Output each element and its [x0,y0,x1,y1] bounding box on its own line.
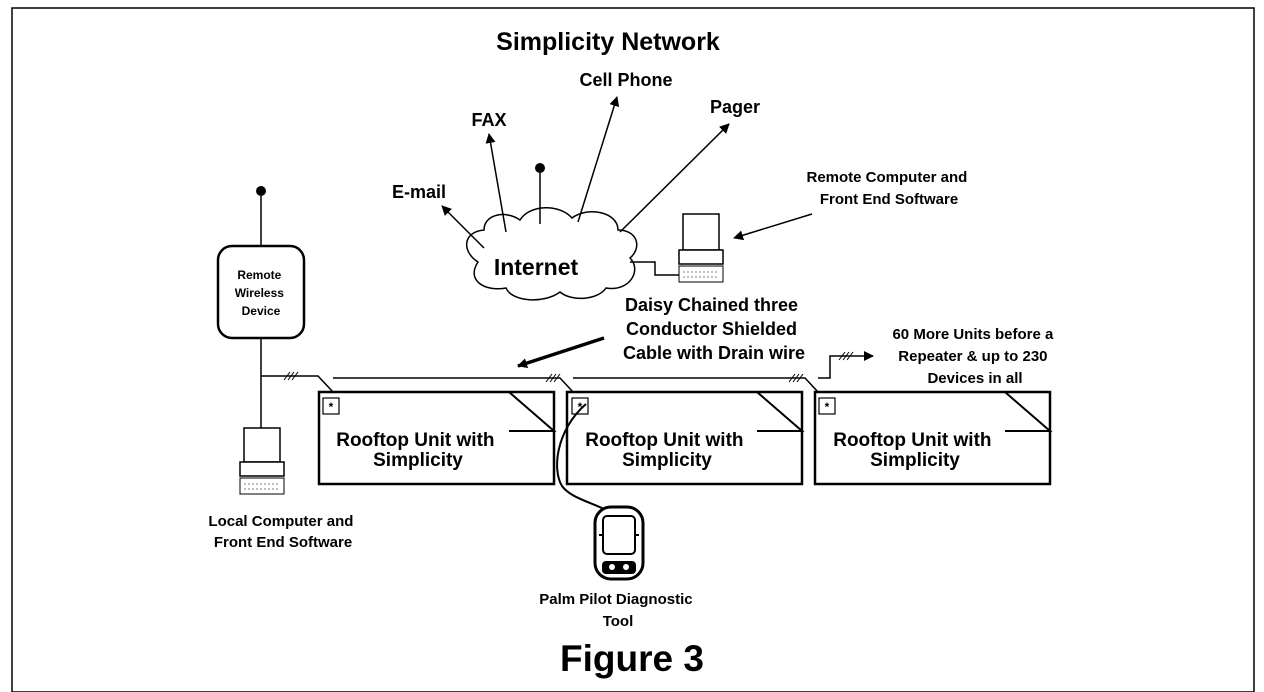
diagram-border [11,7,1255,692]
svg-text:*: * [578,400,583,414]
unit-port [818,397,836,415]
remote-computer-link [630,261,679,276]
arrow-to-cable [517,336,605,368]
email-label: E-mail [392,182,446,202]
rooftop-unit-2: * Rooftop Unit with Simplicity [565,390,805,486]
unit-port [571,397,589,415]
remote-computer-label: Remote Computer and Front End Software [806,169,971,208]
svg-text:Rooftop Unit with Simpli: Rooftop Unit with Simplicity [833,430,997,471]
svg-text:Remote Wireless De: Remote Wireless Device [235,268,288,318]
svg-text:*: * [825,400,830,414]
daisy-chain-cable [261,351,874,393]
pager-label: Pager [710,97,760,117]
svg-text:*: * [329,400,334,414]
remote-wireless-device: Remote Wireless Device [216,186,306,340]
palm-pilot-label: Palm Pilot Diagnostic Tool [539,591,697,630]
figure-label: Figure 3 [560,638,704,679]
diagram-title: Simplicity Network [496,28,720,56]
unit-port [322,397,340,415]
shield-tick-marks [283,351,854,383]
arrow-to-email [441,205,485,249]
cable-note: Daisy Chained three Conductor Shielded C… [623,295,805,363]
cell-phone-label: Cell Phone [579,70,672,90]
arrow-to-cell-phone [577,96,620,223]
remote-computer-icon [678,213,724,283]
local-computer-label: Local Computer and Front End Software [208,513,357,551]
local-computer-icon [239,427,285,495]
internet-label: Internet [494,254,579,280]
svg-text:Rooftop Unit with Simpli: Rooftop Unit with Simplicity [585,430,749,471]
rooftop-unit-3: * Rooftop Unit with Simplicity [813,390,1053,486]
more-units-note: 60 More Units before a Repeater & up to … [892,326,1057,387]
rooftop-unit-1: * Rooftop Unit with Simplicity [317,390,557,486]
internet-antenna-icon [535,163,545,224]
svg-text:Rooftop Unit with Simpli: Rooftop Unit with Simplicity [336,430,500,471]
arrow-to-fax [485,133,507,233]
fax-label: FAX [471,110,506,130]
palm-pilot-icon [593,505,645,581]
internet-cloud: Internet [466,207,638,301]
palm-pilot-cable [556,403,613,515]
arrow-to-pager [619,123,730,233]
arrow-to-remote-computer [733,213,813,241]
